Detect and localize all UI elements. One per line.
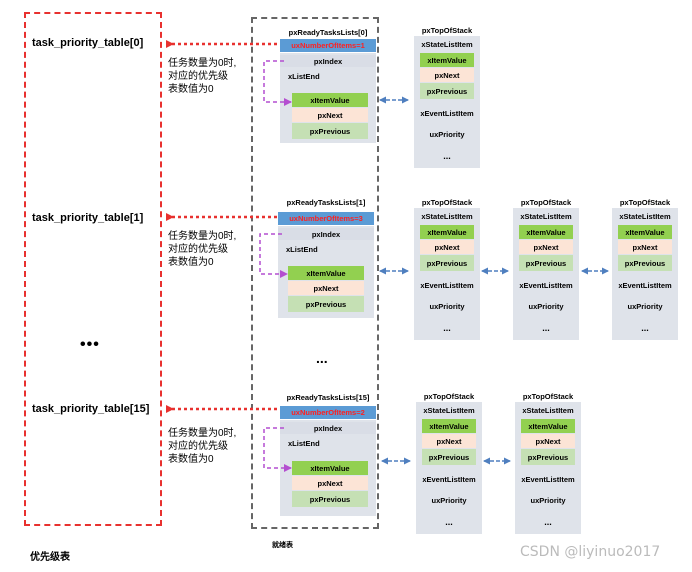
tcb-list1-1-top: pxTopOfStack <box>414 196 480 208</box>
priority-row-1-note: 任务数量为0时, 对应的优先级 表数值为0 <box>168 230 236 269</box>
ready-list-1-previous: pxPrevious <box>288 296 364 312</box>
tcb-list1-1-event-list-item: xEventListItem <box>420 280 474 290</box>
tcb-list1-2-top: pxTopOfStack <box>513 196 579 208</box>
purple-arrow-15 <box>263 427 292 472</box>
tcb-list15-1-event-list-item: xEventListItem <box>422 474 476 484</box>
tcb-list1-1-next: pxNext <box>420 240 474 254</box>
note-line: 任务数量为0时, <box>168 58 237 69</box>
tcb-list15-1-state-list-item: xStateListItem <box>423 405 475 415</box>
priority-row-0-note: 任务数量为0时, 对应的优先级 表数值为0 <box>168 57 236 96</box>
tcb-list15-2-previous: pxPrevious <box>521 449 575 465</box>
tcb-list1-3-state-list-item: xStateListItem <box>619 211 671 221</box>
ready-list-1-title: pxReadyTasksLists[1] <box>278 196 374 208</box>
tcb-list1-3-previous: pxPrevious <box>618 255 672 271</box>
ready-list-caption: 就绪表 <box>272 542 293 549</box>
tcb-list0-1-more: ... <box>443 151 451 161</box>
ready-list-1-end: xListEnd <box>286 244 318 254</box>
ready-list-15-previous: pxPrevious <box>292 491 368 507</box>
ready-list-1-item-value: xItemValue <box>288 266 364 280</box>
tcb-list15-1-next: pxNext <box>422 434 476 448</box>
tcb-list1-3-priority: uxPriority <box>627 301 663 311</box>
tcb-list15-2-state-list-item: xStateListItem <box>522 405 574 415</box>
tcb-list15-1-item-value: xItemValue <box>422 419 476 433</box>
priority-row-15-note: 任务数量为0时, 对应的优先级 表数值为0 <box>168 427 236 466</box>
ready-list-15-next: pxNext <box>292 476 368 490</box>
tcb-list1-1-previous: pxPrevious <box>420 255 474 271</box>
note-line: 表数值为0 <box>168 84 214 95</box>
note-line: 表数值为0 <box>168 454 214 465</box>
tcb-list1-2-item-value: xItemValue <box>519 225 573 239</box>
priority-table-caption: 优先级表 <box>30 552 70 563</box>
ready-list-15-item-value: xItemValue <box>292 461 368 475</box>
ready-list-0-index: pxIndex <box>280 55 376 67</box>
priority-row-1-label: task_priority_table[1] <box>32 212 144 224</box>
tcb-list15-2-more: ... <box>544 517 552 527</box>
tcb-list15-1-top: pxTopOfStack <box>416 390 482 402</box>
note-line: 对应的优先级 <box>168 71 228 82</box>
priority-ellipsis: ••• <box>80 336 100 353</box>
ready-list-15-title: pxReadyTasksLists[15] <box>280 391 376 403</box>
tcb-list15-1-more: ... <box>445 517 453 527</box>
tcb-list15-2-next: pxNext <box>521 434 575 448</box>
tcb-list1-1-more: ... <box>443 323 451 333</box>
tcb-list0-1-previous: pxPrevious <box>420 83 474 99</box>
note-line: 对应的优先级 <box>168 441 228 452</box>
tcb-list0-1-state-list-item: xStateListItem <box>421 39 473 49</box>
tcb-list15-2-item-value: xItemValue <box>521 419 575 433</box>
tcb-list1-2-priority: uxPriority <box>528 301 564 311</box>
ready-list-15-index: pxIndex <box>280 422 376 434</box>
tcb-list15-1-priority: uxPriority <box>431 495 467 505</box>
ready-list-0-count: uxNumberOfItems=1 <box>280 39 376 52</box>
tcb-list1-2-event-list-item: xEventListItem <box>519 280 573 290</box>
tcb-list15-2-top: pxTopOfStack <box>515 390 581 402</box>
tcb-list15-2-event-list-item: xEventListItem <box>521 474 575 484</box>
tcb-list1-3-event-list-item: xEventListItem <box>618 280 672 290</box>
tcb-list1-2-next: pxNext <box>519 240 573 254</box>
tcb-list1-3-top: pxTopOfStack <box>612 196 678 208</box>
priority-row-0-label: task_priority_table[0] <box>32 37 144 49</box>
tcb-list0-1-next: pxNext <box>420 68 474 82</box>
tcb-list1-1-priority: uxPriority <box>429 301 465 311</box>
tcb-list1-2-state-list-item: xStateListItem <box>520 211 572 221</box>
note-line: 任务数量为0时, <box>168 231 237 242</box>
tcb-list15-2-priority: uxPriority <box>530 495 566 505</box>
tcb-list1-2-previous: pxPrevious <box>519 255 573 271</box>
ready-list-15-count: uxNumberOfItems=2 <box>280 406 376 419</box>
ready-list-0-end: xListEnd <box>288 71 320 81</box>
purple-arrow-1 <box>259 233 288 278</box>
note-line: 任务数量为0时, <box>168 428 237 439</box>
priority-row-15-label: task_priority_table[15] <box>32 403 150 415</box>
tcb-list1-3-more: ... <box>641 323 649 333</box>
watermark: CSDN @liyinuo2017 <box>520 544 661 560</box>
ready-list-0-previous: pxPrevious <box>292 123 368 139</box>
ready-list-15-end: xListEnd <box>288 438 320 448</box>
ready-list-ellipsis: ... <box>316 350 328 366</box>
ready-list-0-title: pxReadyTasksLists[0] <box>280 26 376 38</box>
tcb-list1-3-next: pxNext <box>618 240 672 254</box>
tcb-list15-1-previous: pxPrevious <box>422 449 476 465</box>
note-line: 表数值为0 <box>168 257 214 268</box>
tcb-list1-1-item-value: xItemValue <box>420 225 474 239</box>
ready-list-1-count: uxNumberOfItems=3 <box>278 212 374 225</box>
ready-list-1-index: pxIndex <box>278 228 374 240</box>
priority-table-box <box>24 12 162 526</box>
note-line: 对应的优先级 <box>168 244 228 255</box>
tcb-list0-1-event-list-item: xEventListItem <box>420 108 474 118</box>
ready-list-1-next: pxNext <box>288 281 364 295</box>
tcb-list1-1-state-list-item: xStateListItem <box>421 211 473 221</box>
tcb-list0-1-item-value: xItemValue <box>420 53 474 67</box>
tcb-list0-1-priority: uxPriority <box>429 129 465 139</box>
tcb-list0-1-top: pxTopOfStack <box>414 24 480 36</box>
ready-list-box <box>251 17 379 529</box>
tcb-list1-3-item-value: xItemValue <box>618 225 672 239</box>
purple-arrow-0 <box>263 60 292 106</box>
ready-list-0-next: pxNext <box>292 108 368 122</box>
ready-list-0-item-value: xItemValue <box>292 93 368 107</box>
tcb-list1-2-more: ... <box>542 323 550 333</box>
